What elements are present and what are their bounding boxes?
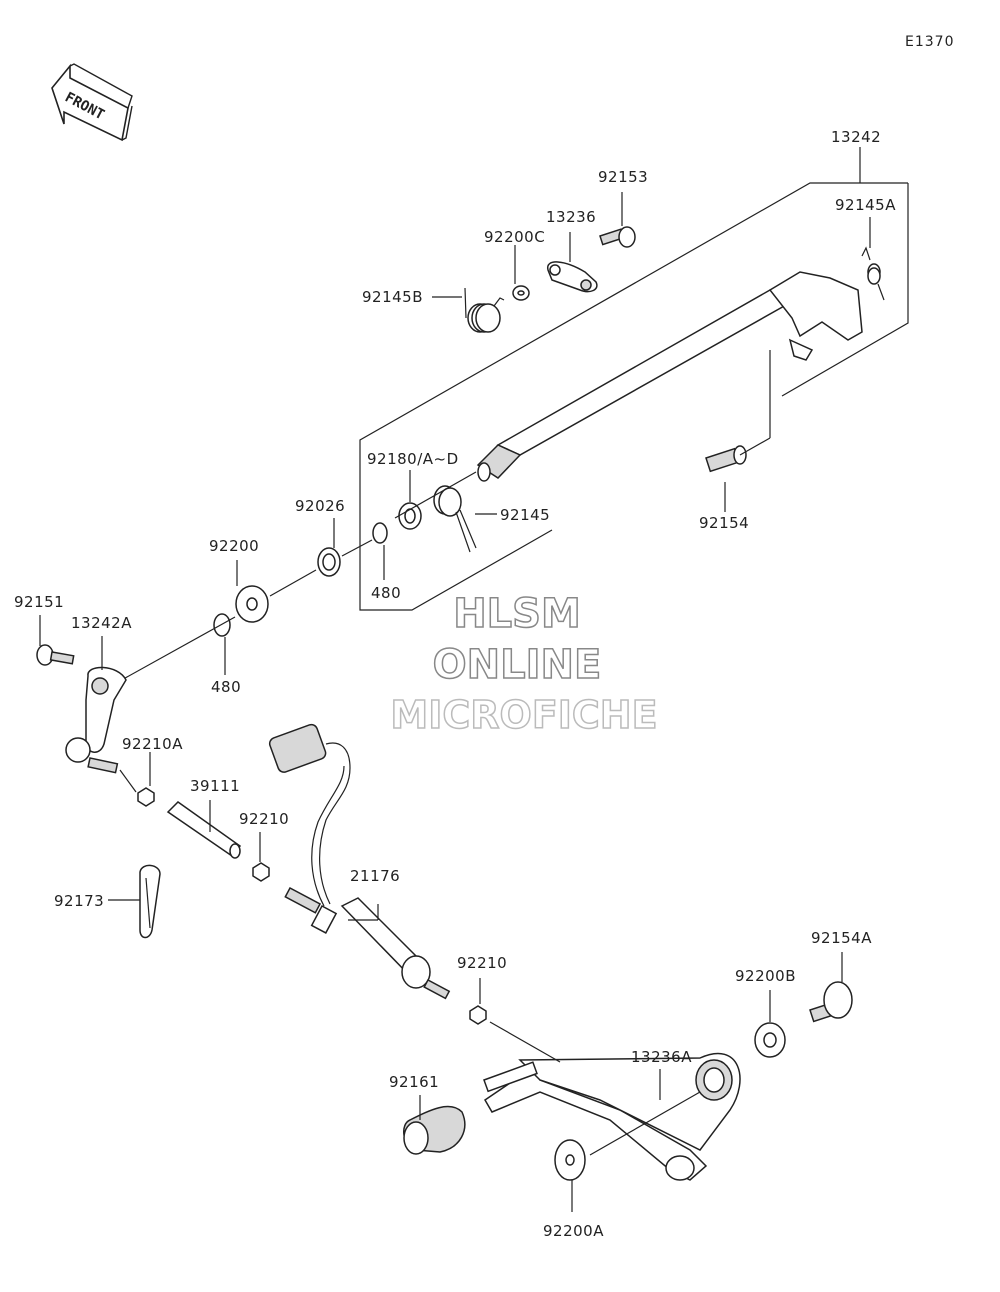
label-39111: 39111: [190, 777, 240, 795]
tie-rod-39111: [166, 801, 242, 859]
bolt-92153: [599, 226, 636, 248]
watermark: HLSM ONLINE MICROFICHE: [390, 590, 659, 738]
pivot-bolt-92154a: [809, 981, 853, 1023]
label-92145b: 92145B: [362, 288, 423, 306]
shaft-axis-line: [117, 471, 477, 683]
watermark-line-3: MICROFICHE: [390, 693, 657, 737]
shift-pedal-13236a: [483, 1021, 741, 1181]
cotter-pin-92173: [139, 864, 161, 939]
linkage-axis-line: [119, 769, 137, 793]
label-92180: 92180/A~D: [367, 450, 459, 468]
nut-92210-upper: [252, 862, 270, 882]
label-92210a: 92210A: [122, 735, 183, 753]
circlip-480-lower: [213, 613, 231, 637]
bolt-92151: [36, 644, 75, 666]
spring-92145b: [464, 287, 505, 333]
label-92200: 92200: [209, 537, 259, 555]
label-13242: 13242: [831, 128, 881, 146]
shift-shaft: [476, 271, 863, 482]
nut-92210-lower: [469, 1005, 487, 1025]
washer-92200: [235, 585, 269, 623]
spring-92145: [433, 485, 477, 553]
label-21176: 21176: [350, 867, 400, 885]
label-92151: 92151: [14, 593, 64, 611]
label-92210-upper: 92210: [239, 810, 289, 828]
label-13236: 13236: [546, 208, 596, 226]
pedal-rubber-92161: [403, 1105, 466, 1155]
diagram-reference-code: E1370: [905, 34, 954, 50]
label-92200a: 92200A: [543, 1222, 604, 1240]
label-13242a: 13242A: [71, 614, 132, 632]
label-480-lower: 480: [211, 678, 241, 696]
washer-92026: [317, 547, 341, 577]
label-92145a: 92145A: [835, 196, 896, 214]
label-92145: 92145: [500, 506, 550, 524]
washer-92200c: [512, 285, 530, 301]
label-92154a: 92154A: [811, 929, 872, 947]
washer-92200b: [754, 1022, 786, 1058]
arm-13236: [547, 261, 598, 293]
label-92154: 92154: [699, 514, 749, 532]
front-arrow-icon: FRONT: [51, 63, 133, 142]
watermark-line-1: HLSM: [453, 591, 581, 637]
watermark-line-2: ONLINE: [433, 642, 602, 688]
assembly-bracket-13242: [359, 147, 909, 611]
label-92173: 92173: [54, 892, 104, 910]
label-92026: 92026: [295, 497, 345, 515]
label-92210-lower: 92210: [457, 954, 507, 972]
label-92200c: 92200C: [484, 228, 545, 246]
washer-92200a: [554, 1139, 586, 1181]
circlip-480-upper: [372, 522, 388, 544]
leader-lines: [39, 192, 871, 1212]
part-labels: 13242 92153 13236 92200C 92145A 92145B 9…: [14, 128, 896, 1240]
label-13236a: 13236A: [631, 1048, 692, 1066]
label-92161: 92161: [389, 1073, 439, 1091]
shift-lever-13242a: [65, 666, 127, 774]
shim-92180: [398, 502, 422, 530]
spring-92145a: [861, 246, 885, 301]
nut-92210a: [137, 787, 155, 807]
bolt-92154: [705, 350, 771, 473]
label-480-upper: 480: [371, 584, 401, 602]
label-92153: 92153: [598, 168, 648, 186]
label-92200b: 92200B: [735, 967, 796, 985]
shift-sensor-21176: [268, 723, 451, 1000]
